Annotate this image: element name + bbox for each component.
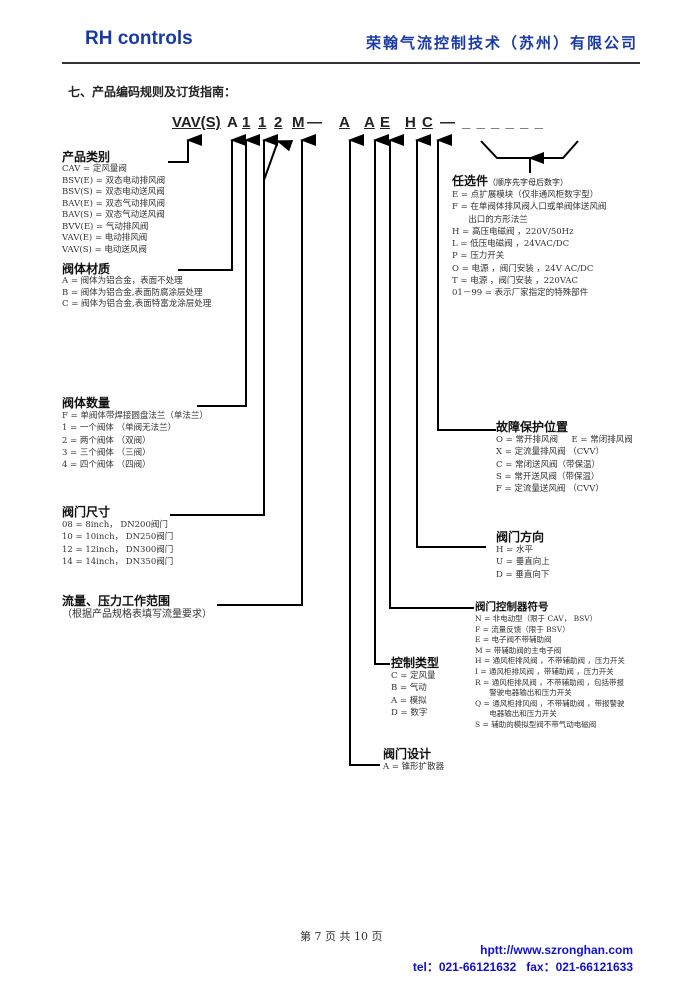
list-item: O = 电源 ，阀门安装 ，24V AC/DC <box>452 263 594 274</box>
code-controller: E <box>380 114 391 131</box>
code-options: _ _ _ _ _ _ <box>462 114 544 131</box>
heading: 阀门设计 <box>383 747 432 761</box>
group-design: 阀门设计 A = 锥形扩散器 <box>383 747 444 773</box>
list-item: H = 水平 <box>496 545 533 555</box>
list-item: 01－99 = 表示厂家指定的特殊部件 <box>452 288 589 299</box>
code-failsafe: C <box>422 114 433 131</box>
group-flow: 流量、压力工作范围 （根据产品规格表填写流量要求） <box>62 594 212 622</box>
list-item: F = 单阀体带焊接圆盘法兰（单法兰） <box>62 411 208 421</box>
heading: 流量、压力工作范围 <box>62 594 171 608</box>
list-item: BSV(E) = 双态电动排风阀 <box>62 175 166 186</box>
code-direction: H <box>405 114 416 131</box>
brand-logo: RH controls <box>85 28 193 49</box>
heading: 阀门控制器符号 <box>475 601 549 613</box>
page-number: 第 7 页 共 10 页 <box>300 930 383 943</box>
list-item: S = 常开送风阀（带保温） <box>496 471 600 482</box>
list-item: Q = 通风柜排风阀 ，不带辅助阀 ，带报警驶 <box>475 698 625 708</box>
code-control-type: A <box>364 114 375 131</box>
list-item: 1 = 一个阀体 （单阀无法兰） <box>62 423 177 434</box>
list-item: BSV(S) = 双态电动送风阀 <box>62 187 165 197</box>
list-item: B = 气动 <box>391 683 427 694</box>
list-item: 14 = 14inch， DN350阀门 <box>62 556 174 567</box>
list-item: 2 = 两个阀体 （双阀） <box>62 435 151 446</box>
list-item: 出口的方形法兰 <box>452 214 528 225</box>
list-item: N = 非电动型（限于 CAV， BSV） <box>475 614 598 623</box>
list-item: P = 压力开关 <box>452 251 505 262</box>
heading: 任选件 <box>452 174 489 188</box>
list-item: BAV(E) = 双态气动排风阀 <box>62 198 165 209</box>
list-item: M = 带辅助阀的主电子阀 <box>475 645 562 655</box>
section-title: 七、产品编码规则及订货指南： <box>68 85 237 99</box>
heading: 阀体材质 <box>62 262 111 276</box>
list-item: （根据产品规格表填写流量要求） <box>62 609 212 620</box>
list-item: 警驶电器输出和压力开关 <box>475 688 572 698</box>
list-item: A = 模拟 <box>391 695 427 706</box>
code-design: A <box>339 114 350 131</box>
list-item: VAV(E) = 电动排风阀 <box>62 233 148 243</box>
list-item: S = 辅助的模拟型阀不带气动电磁阀 <box>475 719 597 729</box>
heading: 阀体数量 <box>62 396 111 410</box>
list-item: H = 通风柜排风阀 ，不带辅助阀 ，压力开关 <box>475 656 625 666</box>
code-size2: 2 <box>274 114 283 131</box>
list-item: C = 常闭送风阀（带保温） <box>496 459 601 470</box>
list-item: 3 = 三个阀体 （三阀） <box>62 447 151 458</box>
list-item: 4 = 四个阀体 （四阀） <box>62 460 151 471</box>
heading: 阀门方向 <box>496 530 545 544</box>
group-controller: 阀门控制器符号 N = 非电动型（限于 CAV， BSV）F = 流量反馈（限于… <box>475 600 625 731</box>
list-item: C = 定风量 <box>391 671 436 681</box>
group-options: 任选件（顺序先字母后数字） E = 点扩展模块（仅非通风柜数字型） F = 在单阀… <box>452 170 606 300</box>
list-item: E = 电子阀不带辅助阀 <box>475 635 552 645</box>
list-item: L = 低压电磁阀 ，24VAC/DC <box>452 239 570 250</box>
list-item: 08 = 8inch， DN200阀门 <box>62 520 168 530</box>
list-item: A = 锥形扩散器 <box>383 762 445 772</box>
website-link[interactable]: hptt://www.szronghan.com <box>480 943 633 957</box>
code-flow: M <box>292 114 305 131</box>
list-item: BVV(E) = 气动排风阀 <box>62 221 149 232</box>
list-item: F = 定流量送风阀 （CVV） <box>496 484 604 495</box>
subtitle: （顺序先字母后数字） <box>488 178 569 187</box>
list-item: VAV(S) = 电动送风阀 <box>62 244 147 255</box>
contact-info: tel：021-66121632 fax：021-66121633 <box>412 960 633 974</box>
code-model: VAV(S) <box>172 114 221 131</box>
code-material: A <box>227 114 238 131</box>
group-failsafe: 故障保护位置 O = 常开排风阀 E = 常闭排风阀 X = 定流量排风阀 （CV… <box>496 420 633 495</box>
code-dash: — <box>307 114 322 131</box>
heading: 控制类型 <box>391 656 440 670</box>
heading: 产品类别 <box>62 150 111 164</box>
list-item: H = 高压电磁阀 ，220V/50Hz <box>452 226 574 237</box>
list-item: B = 阀体为铝合金,表面防腐涂层处理 <box>62 287 203 298</box>
list-item: 12 = 12inch， DN300阀门 <box>62 544 174 555</box>
list-item: I = 通风柜排风阀 ，带辅助阀 ，压力开关 <box>475 666 614 676</box>
list-item: T = 电源 ，阀门安装 ，220VAC <box>452 276 579 287</box>
list-item: 10 = 10inch， DN250阀门 <box>62 532 174 543</box>
company-name: 荣翰气流控制技术（苏州）有限公司 <box>365 34 638 52</box>
list-item: A = 阀体为铝合金，表面不处理 <box>62 276 183 286</box>
list-item: CAV = 定风量阀 <box>62 164 127 174</box>
heading: 阀门尺寸 <box>62 505 111 519</box>
list-item: BAV(S) = 双态气动送风阀 <box>62 210 165 220</box>
list-item: C = 阀体为铝合金,表面特富龙涂层处理 <box>62 299 212 309</box>
list-item: O = 常开排风阀 E = 常闭排风阀 <box>496 435 633 445</box>
list-item: D = 垂直向下 <box>496 569 550 580</box>
group-quantity: 阀体数量 F = 单阀体带焊接圆盘法兰（单法兰） 1 = 一个阀体 （单阀无法兰）… <box>62 396 208 471</box>
list-item: U = 垂直向上 <box>496 557 550 568</box>
heading: 故障保护位置 <box>496 420 569 434</box>
list-item: 电器输出和压力开关 <box>475 709 557 719</box>
code-size1: 1 <box>258 114 267 131</box>
list-item: F = 流量反馈（限于 BSV） <box>475 624 570 634</box>
list-item: E = 点扩展模块（仅非通风柜数字型） <box>452 190 599 200</box>
list-item: F = 在单阀体排风阀人口或单阀体送风阀 <box>452 202 607 213</box>
list-item: R = 通风柜排风阀 ，不带辅助阀 ，包括带报 <box>475 677 624 687</box>
list-item: D = 数字 <box>391 707 428 718</box>
code-dash: — <box>440 114 455 131</box>
code-qty: 1 <box>242 114 251 131</box>
list-item: X = 定流量排风阀 （CVV） <box>496 447 605 458</box>
header-divider <box>62 62 640 64</box>
group-size: 阀门尺寸 08 = 8inch， DN200阀门 10 = 10inch， DN2… <box>62 505 173 568</box>
